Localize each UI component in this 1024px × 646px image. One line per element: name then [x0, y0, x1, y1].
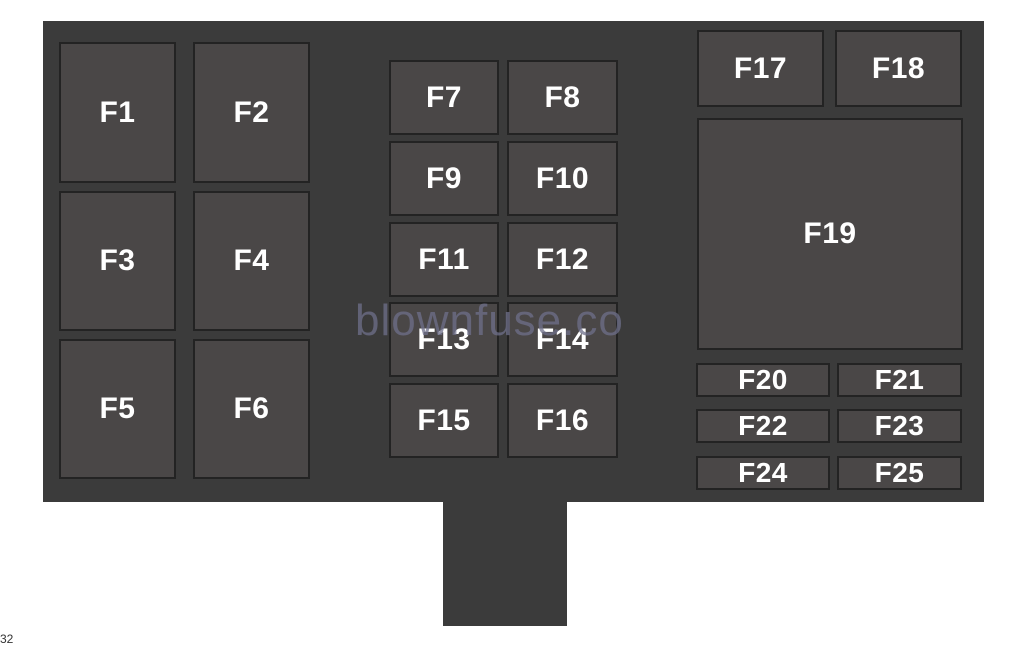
fuse-f10: F10: [507, 141, 618, 216]
fuse-f24: F24: [696, 456, 830, 490]
fuse-f11: F11: [389, 222, 499, 297]
fuse-f22: F22: [696, 409, 830, 443]
fuse-f3: F3: [59, 191, 176, 331]
fuse-f1: F1: [59, 42, 176, 183]
fuse-f8: F8: [507, 60, 618, 135]
fuse-f9: F9: [389, 141, 499, 216]
fuse-f16: F16: [507, 383, 618, 458]
fuse-f23: F23: [837, 409, 962, 443]
fuse-f17: F17: [697, 30, 824, 107]
fuse-f18: F18: [835, 30, 962, 107]
fuse-f25: F25: [837, 456, 962, 490]
fuse-f21: F21: [837, 363, 962, 397]
fuse-f4: F4: [193, 191, 310, 331]
fuse-f7: F7: [389, 60, 499, 135]
fuse-f14: F14: [507, 302, 618, 377]
fuse-f19: F19: [697, 118, 963, 350]
fuse-f20: F20: [696, 363, 830, 397]
figure-number-label: 32: [0, 632, 14, 646]
fuse-box-connector-tab: [443, 500, 567, 626]
fuse-f15: F15: [389, 383, 499, 458]
fuse-f13: F13: [389, 302, 499, 377]
watermark-text: blownfuse.co: [355, 296, 624, 345]
fuse-f12: F12: [507, 222, 618, 297]
fuse-f5: F5: [59, 339, 176, 479]
fuse-f6: F6: [193, 339, 310, 479]
fuse-f2: F2: [193, 42, 310, 183]
